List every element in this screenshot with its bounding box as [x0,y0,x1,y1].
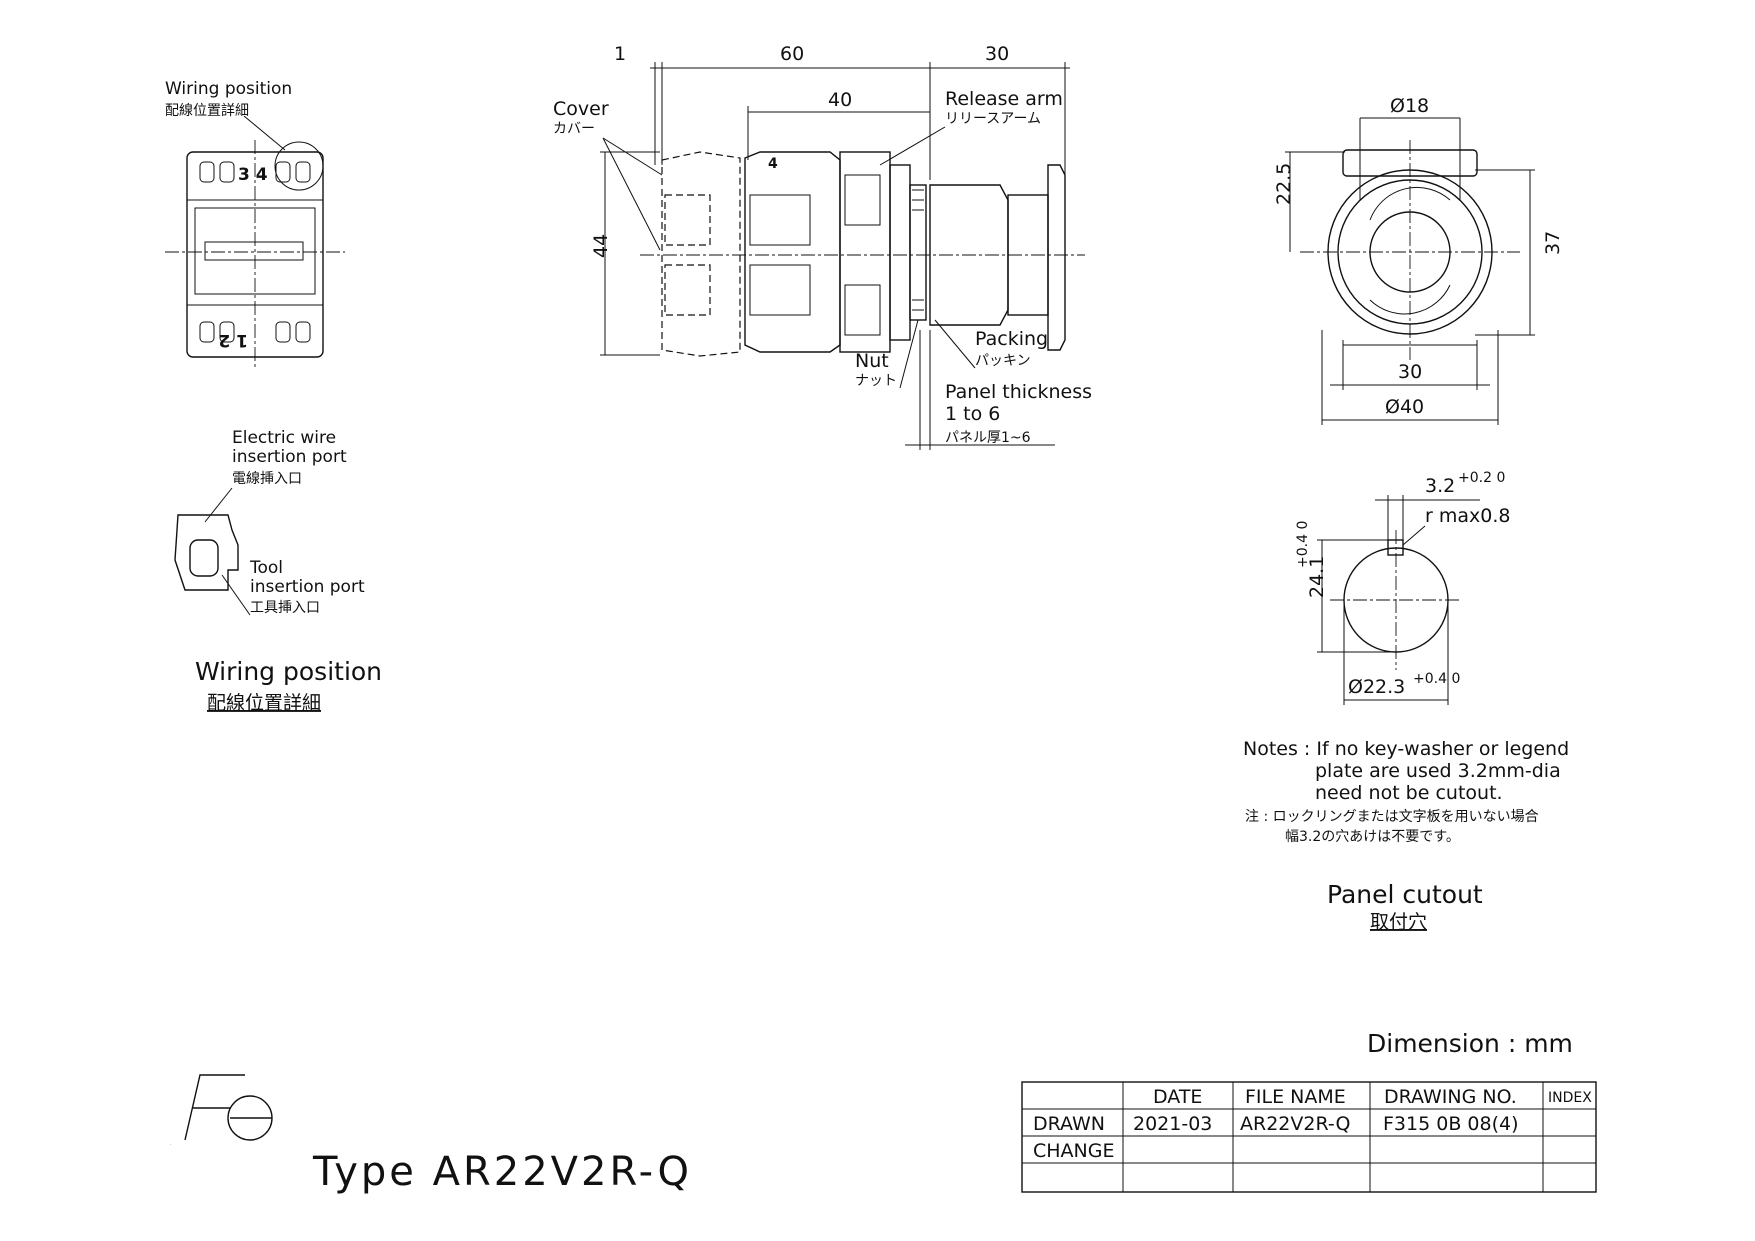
tb-header-index: INDEX [1548,1090,1592,1106]
nut-label-en: Nut [855,350,889,372]
side-view: 1 60 30 40 44 4 [553,43,1092,450]
tool-port-label-en2: insertion port [250,577,365,597]
panel-thickness-label-jp: パネル厚1~6 [945,430,1031,446]
dim-24-1-tol: +0.4 0 [1295,521,1311,568]
tb-drawn-drawing-no: F315 0B 08(4) [1383,1113,1519,1135]
front-view: Ø18 22.5 37 30 Ø40 [1273,95,1564,425]
cover-label-jp: カバー [553,121,595,137]
tool-port-label-jp: 工具挿入口 [250,600,320,616]
tb-header-drawing-no: DRAWING NO. [1384,1086,1517,1108]
notes-jp1: 注 : ロックリングまたは文字板を用いない場合 [1245,809,1539,825]
packing-label-jp: パッキン [975,353,1031,369]
panel-thickness-label-en1: Panel thickness [945,381,1092,403]
dim-22-5: 22.5 [1273,163,1295,205]
panel-cutout-caption-en: Panel cutout [1327,880,1483,909]
tb-header-file: FILE NAME [1245,1086,1346,1108]
notes-line1: Notes : If no key-washer or legend [1243,738,1569,760]
dim-1: 1 [614,43,626,65]
type-label: Type AR22V2R-Q [312,1149,692,1195]
panel-cutout-view: 3.2 +0.2 0 r max0.8 24.1 +0.4 0 Ø22.3 +0… [1295,470,1510,705]
dim-d22-3-tol: +0.4 0 [1413,671,1460,687]
tb-row-change: CHANGE [1033,1140,1115,1162]
release-arm-label-en: Release arm [945,88,1063,110]
dim-d22-3: Ø22.3 [1348,676,1405,698]
dim-60: 60 [780,43,804,65]
dim-d40: Ø40 [1385,396,1424,418]
dim-40: 40 [828,89,852,111]
detail-circle [274,141,324,191]
port-detail: Electric wire insertion port 電線挿入口 Tool … [174,428,382,714]
dim-3-2-tol: +0.2 0 [1458,470,1505,486]
wire-port-label-en1: Electric wire [232,428,336,448]
wiring-top-label-jp: 配線位置詳細 [165,103,249,119]
dim-24-1: 24.1 [1306,556,1328,598]
wire-port-label-en2: insertion port [232,447,347,467]
nut-label-jp: ナット [855,373,897,389]
wiring-caption-en: Wiring position [195,657,382,686]
notes-jp2: 幅3.2の穴あけは不要です。 [1285,829,1460,845]
dim-37: 37 [1542,231,1564,255]
tb-drawn-file: AR22V2R-Q [1240,1113,1350,1135]
terminal-label-bottom: 1 2 [218,330,248,350]
panel-thickness-label-en2: 1 to 6 [945,403,1000,425]
dim-30-front: 30 [1398,361,1422,383]
logo: Fe [170,1074,273,1146]
notes-line3: need not be cutout. [1315,782,1503,804]
terminal-label-top: 3 4 [238,165,268,185]
notes: Notes : If no key-washer or legend plate… [1243,738,1573,1058]
wire-port-label-jp: 電線挿入口 [232,471,302,487]
release-arm-label-jp: リリースアーム [945,111,1041,127]
dim-3-2: 3.2 [1425,475,1455,497]
wiring-top-label-en: Wiring position [165,79,292,99]
dim-d18: Ø18 [1390,95,1429,117]
tb-drawn-date: 2021-03 [1133,1113,1212,1135]
packing-label-en: Packing [975,328,1048,350]
tb-header-date: DATE [1153,1086,1202,1108]
tool-port-label-en1: Tool [249,558,283,578]
logo-text: Fe [170,1144,172,1146]
panel-cutout-caption-jp: 取付穴 [1370,911,1427,933]
tb-row-drawn: DRAWN [1033,1113,1105,1135]
wiring-top-view: Wiring position 配線位置詳細 3 4 1 2 [165,79,345,370]
side-terminal-4: 4 [768,156,778,172]
notes-line2: plate are used 3.2mm-dia [1315,760,1561,782]
wiring-caption-jp: 配線位置詳細 [207,692,321,714]
dimension-unit: Dimension : mm [1367,1029,1573,1058]
rmax-label: r max0.8 [1425,505,1510,527]
dim-30: 30 [985,43,1009,65]
dim-44: 44 [590,234,612,258]
cover-label-en: Cover [553,98,609,120]
title-block: DATE FILE NAME DRAWING NO. INDEX DRAWN 2… [1021,1081,1597,1193]
